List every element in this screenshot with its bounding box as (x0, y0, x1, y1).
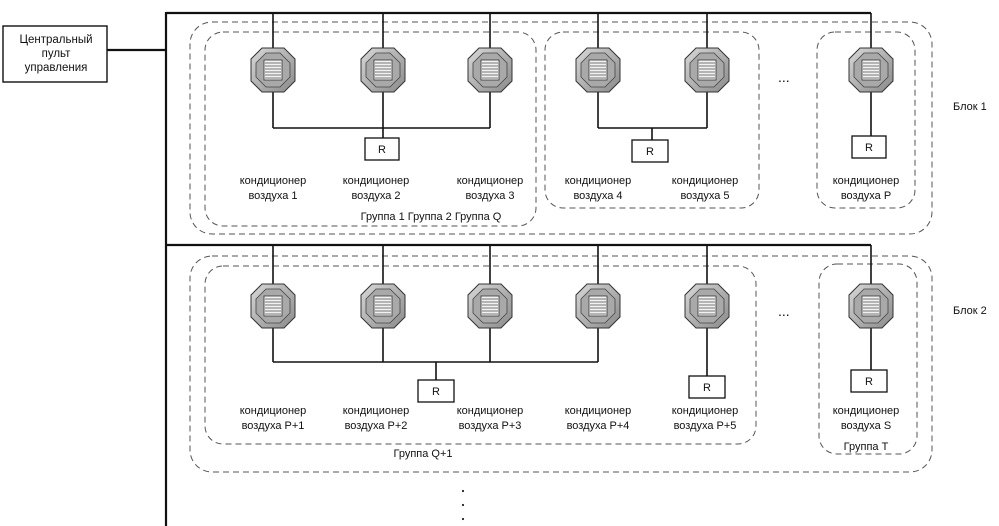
unit-label: кондиционер (833, 405, 900, 417)
remote-label: R (646, 146, 654, 158)
group-caption: Группа T (844, 441, 889, 453)
group-caption: Группа Q+1 (393, 448, 452, 460)
group-caption: Группа 1 Группа 2 Группа Q (361, 211, 502, 223)
unit-label: воздуха 3 (465, 190, 514, 202)
air-conditioner-icon (848, 283, 894, 329)
unit-label: кондиционер (457, 405, 524, 417)
unit-label: кондиционер (565, 175, 632, 187)
ellipsis: ... (778, 69, 790, 85)
remote-controller: R (850, 369, 888, 393)
unit-label: кондиционер (672, 405, 739, 417)
air-conditioner-icon (684, 47, 730, 93)
main-bus (107, 11, 871, 526)
air-conditioner-icon (575, 47, 621, 93)
unit-label: воздуха P+5 (674, 420, 737, 432)
unit-label: кондиционер (833, 175, 900, 187)
remote-controller: R (631, 139, 669, 163)
vertical-ellipsis (461, 489, 465, 521)
remote-label: R (432, 386, 440, 398)
remote-label: R (703, 382, 711, 394)
remote-label: R (865, 376, 873, 388)
air-conditioner-icon (467, 47, 513, 93)
unit-label: воздуха 5 (680, 190, 729, 202)
air-conditioner-icon (575, 283, 621, 329)
block-label: Блок 2 (953, 305, 987, 317)
controller-label-line3: управления (25, 62, 88, 74)
group-q-boundary (816, 31, 916, 209)
remote-controller: R (688, 375, 726, 399)
block-1-boundary (189, 21, 933, 235)
controller-label-line1: Центральный (19, 34, 92, 46)
unit-label: кондиционер (672, 175, 739, 187)
group-1-boundary (204, 31, 537, 227)
unit-label: кондиционер (240, 405, 307, 417)
air-conditioner-icon (250, 47, 296, 93)
unit-label: воздуха P+1 (242, 420, 305, 432)
air-conditioner-icon (250, 283, 296, 329)
group-t-boundary (818, 263, 918, 455)
unit-label: кондиционер (343, 175, 410, 187)
controller-label-line2: пульт (42, 48, 72, 60)
unit-label: воздуха P+2 (345, 420, 408, 432)
air-conditioner-icon (848, 47, 894, 93)
unit-label: кондиционер (565, 405, 632, 417)
remote-label: R (865, 142, 873, 154)
unit-label: воздуха P+3 (459, 420, 522, 432)
unit-label: воздуха 1 (248, 190, 297, 202)
unit-label: воздуха 4 (573, 190, 622, 202)
unit-label: воздуха 2 (351, 190, 400, 202)
central-controller: Центральный пульт управления (2, 25, 108, 83)
unit-label: воздуха S (841, 420, 891, 432)
unit-label: кондиционер (343, 405, 410, 417)
block-label: Блок 1 (953, 101, 987, 113)
remote-label: R (378, 144, 386, 156)
ellipsis: ... (778, 303, 790, 319)
air-conditioner-icon (684, 283, 730, 329)
unit-label: кондиционер (457, 175, 524, 187)
remote-controller: R (851, 135, 887, 159)
air-conditioner-icon (360, 47, 406, 93)
group-q1-boundary (204, 265, 757, 445)
block-2: R R R кондиционер воздуха P+1 кондиционе… (189, 245, 987, 473)
air-conditioner-icon (467, 283, 513, 329)
remote-controller: R (364, 137, 400, 161)
unit-label: воздуха P (841, 190, 891, 202)
remote-controller: R (417, 379, 455, 403)
block-2-boundary (189, 255, 933, 473)
unit-label: кондиционер (240, 175, 307, 187)
block-1: R R R кондиционер воздуха 1 кондиционер … (189, 13, 987, 235)
unit-label: воздуха P+4 (567, 420, 630, 432)
air-conditioner-icon (360, 283, 406, 329)
group-2-boundary (544, 31, 760, 209)
